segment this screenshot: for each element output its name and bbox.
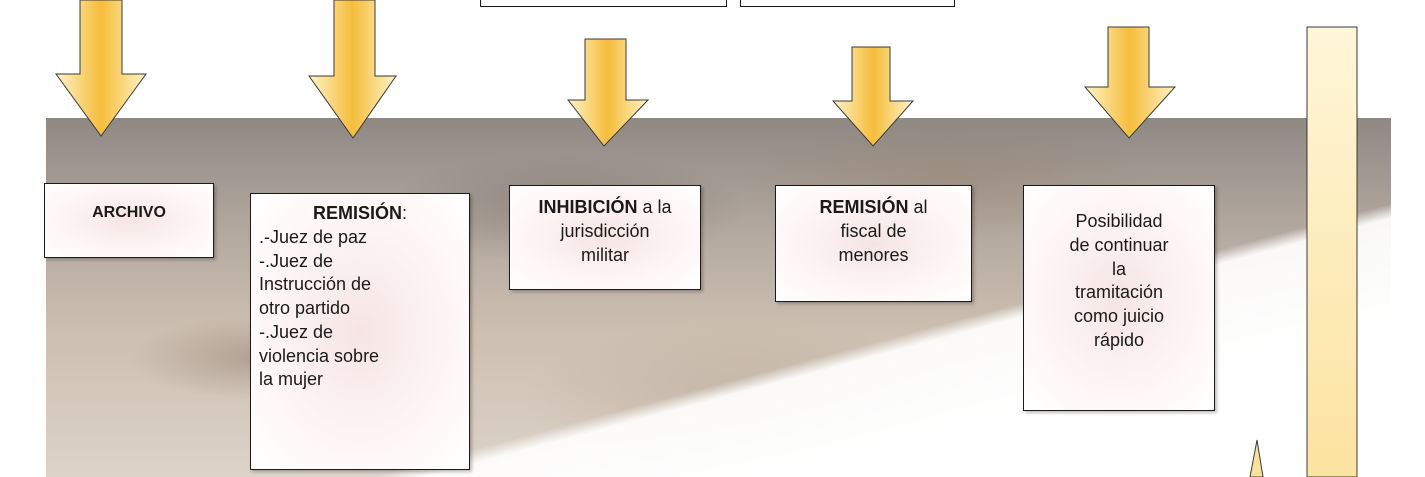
- vertical-bar: [1306, 26, 1358, 477]
- remision-juez-colon: :: [402, 203, 408, 223]
- down-arrow-2: [308, 0, 397, 139]
- juicio-rapido-line-0: Posibilidad: [1075, 211, 1163, 231]
- remision-juez-line-2: Instrucción de: [259, 274, 372, 295]
- inhibicion-line-1: INHIBICIÓN a la: [510, 196, 700, 220]
- remision-juez-line-4: -.Juez de: [259, 321, 334, 342]
- box-archivo: ARCHIVO: [44, 183, 214, 258]
- box-remision-fiscal: REMISIÓN al fiscal de menores: [775, 185, 972, 302]
- remision-fiscal-title: REMISIÓN: [819, 197, 909, 217]
- down-arrow-4: [831, 46, 915, 147]
- remision-fiscal-line-1: REMISIÓN al: [776, 196, 971, 220]
- box-juicio-rapido: Posibilidad de continuar la tramitación …: [1023, 185, 1215, 411]
- remision-juez-line-0: .-Juez de paz: [259, 226, 368, 247]
- inhibicion-line-2: jurisdicción: [560, 220, 650, 241]
- archivo-title: ARCHIVO: [92, 204, 166, 221]
- juicio-rapido-line-4: como juicio: [1073, 306, 1165, 326]
- remision-fiscal-rest: al: [908, 197, 928, 217]
- juicio-rapido-line-2: la: [1111, 258, 1126, 279]
- remision-juez-line-5: violencia sobre: [259, 345, 380, 366]
- box-inhibicion: INHIBICIÓN a la jurisdicción militar: [509, 185, 701, 290]
- remision-juez-line-3: otro partido: [259, 298, 351, 318]
- down-arrow-3: [566, 38, 650, 147]
- top-box-left: [480, 0, 727, 7]
- juicio-rapido-line-3: tramitación: [1074, 282, 1164, 303]
- remision-fiscal-line-3: menores: [838, 244, 909, 265]
- remision-juez-line-6: la mujer: [259, 369, 324, 390]
- juicio-rapido-line-1: de continuar: [1069, 234, 1169, 255]
- remision-juez-title: REMISIÓN: [312, 203, 402, 223]
- juicio-rapido-line-5: rápido: [1093, 329, 1145, 350]
- down-arrow-5: [1083, 26, 1177, 139]
- inhibicion-line-3: militar: [581, 244, 629, 265]
- inhibicion-rest: a la: [637, 197, 672, 217]
- top-box-right: [740, 0, 955, 7]
- remision-fiscal-line-2: fiscal de: [840, 220, 907, 241]
- partial-arrow: [1249, 439, 1264, 477]
- box-remision-juez: REMISIÓN: .-Juez de paz -.Juez de Instru…: [250, 193, 470, 470]
- down-arrow-1: [55, 0, 147, 137]
- remision-juez-line-1: -.Juez de: [259, 250, 334, 271]
- remision-juez-heading: REMISIÓN:: [259, 202, 461, 226]
- inhibicion-title: INHIBICIÓN: [538, 197, 638, 217]
